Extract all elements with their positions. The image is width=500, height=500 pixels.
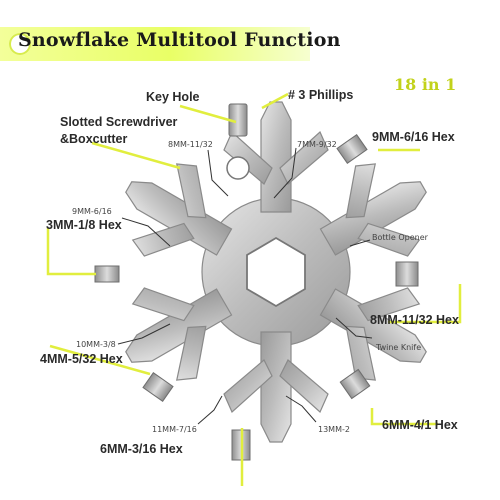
hex-4mm-bit-icon <box>142 372 174 402</box>
hex-8mm-bit-icon <box>395 261 419 287</box>
hex-bit-icons <box>94 103 419 461</box>
title-bullet-icon <box>9 33 31 55</box>
label-hex-3mm: 3MM-1/8 Hex <box>46 218 122 232</box>
page-title: Snowflake Multitool Function <box>18 29 341 51</box>
title-highlight-bar <box>0 27 310 61</box>
hex-center-opening <box>246 236 306 308</box>
hex-3mm-bit-icon <box>94 265 120 283</box>
label-11mm-wrench: 11MM-7/16 <box>152 425 197 434</box>
hex-6mm-41-bit-icon <box>339 368 371 400</box>
label-13mm-wrench: 13MM-2 <box>318 425 350 434</box>
label-hex-9mm: 9MM-6/16 Hex <box>372 130 455 144</box>
label-boxcutter: &Boxcutter <box>60 132 128 146</box>
label-hex-6mm-41: 6MM-4/1 Hex <box>382 418 458 432</box>
label-9mm-wrench: 9MM-6/16 <box>72 207 112 216</box>
label-hex-6mm-316: 6MM-3/16 Hex <box>100 442 183 456</box>
hex-9mm-bit-icon <box>336 134 368 164</box>
label-twine-knife: Twine Knife <box>376 343 422 352</box>
label-key-hole: Key Hole <box>146 90 200 104</box>
label-7mm-wrench: 7MM-9/32 <box>297 140 337 149</box>
label-slotted-screwdriver: Slotted Screwdriver <box>60 115 178 129</box>
label-phillips: # 3 Phillips <box>288 88 354 102</box>
label-8mm-wrench: 8MM-11/32 <box>168 140 213 149</box>
label-10mm-wrench: 10MM-3/8 <box>76 340 116 349</box>
label-bottle-opener: Bottle Opener <box>372 233 428 242</box>
key-hole-icon <box>226 156 250 180</box>
pointer-lines <box>117 147 373 425</box>
tool-count-badge: 18 in 1 <box>394 75 457 94</box>
label-hex-4mm: 4MM-5/32 Hex <box>40 352 123 366</box>
leader-lines <box>46 92 462 486</box>
label-hex-8mm: 8MM-11/32 Hex <box>370 313 459 327</box>
